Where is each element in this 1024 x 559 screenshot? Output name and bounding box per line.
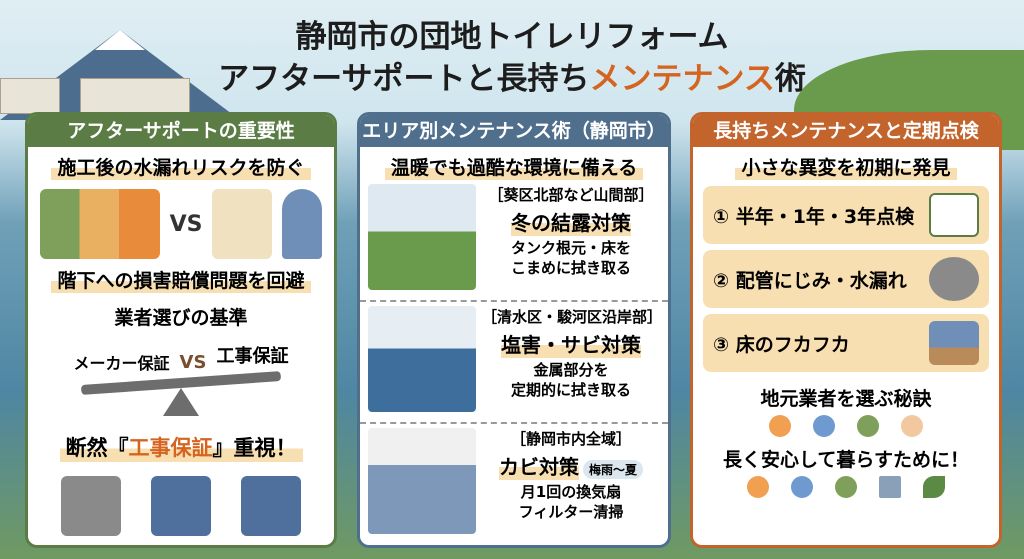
panel-header: 長持ちメンテナンスと定期点検 [693,115,999,147]
check-label: ① 半年・1年・3年点検 [713,205,915,228]
area-citywide: ［静岡市内全域］ カビ対策梅雨〜夏 月1回の換気扇 フィルター清掃 [360,424,668,545]
title-highlight: メンテナンス [589,61,775,97]
comparison-illustration: VS [28,188,334,260]
smile-hands-icon [769,415,791,437]
panel-subtitle: 施工後の水漏れリスクを防ぐ [51,153,311,180]
tea-leaf-icon [923,476,945,498]
area-desc: 月1回の換気扇 [520,483,622,501]
scale-fulcrum [163,388,199,416]
smile-hands-icon [857,415,879,437]
check-item: ① 半年・1年・3年点検 [703,186,989,244]
tips-heading: 地元業者を選ぶ秘訣 [760,388,932,410]
area-coast: ［清水区・駿河区沿岸部］ 塩害・サビ対策 金属部分を 定期的に拭き取る [360,302,668,424]
smile-hands-icon [747,476,769,498]
area-desc: タンク根元・床を [510,239,631,257]
area-desc: こまめに拭き取る [510,259,631,277]
magnifier-pipe-icon [929,257,979,301]
season-badge: 梅雨〜夏 [582,460,643,479]
check-item: ③ 床のフカフカ [703,314,989,372]
maker-warranty-label: メーカー保証 [73,354,170,373]
worker-door-icon [151,476,211,536]
check-label: ③ 床のフカフカ [713,333,850,356]
handshake-icon [901,415,923,437]
panel-subtitle: 小さな異変を初期に発見 [735,153,957,180]
support-cycle-icon [791,476,813,498]
mountain-snow-illustration [368,184,476,290]
leak-illustration [212,189,273,259]
smile-hands-icon [835,476,857,498]
check-item: ② 配管にじみ・水漏れ [703,250,989,308]
area-heading: 塩害・サビ対策 [501,329,641,358]
calendar-icon [929,193,979,237]
title-part: アフターサポートと長持ち [218,61,590,97]
area-desc: 定期的に拭き取る [510,381,631,399]
rainy-city-illustration [368,428,476,534]
happy-family-illustration [39,189,160,259]
work-warranty-label: 工事保証 [216,346,289,367]
title-line-1: 静岡市の団地トイレリフォーム [295,19,729,55]
warranty-comparison: メーカー保証 VS 工事保証 [28,336,334,374]
conclusion-part: 断然『 [65,436,129,460]
conclusion-highlight: 工事保証 [128,436,213,460]
panel-area-maintenance: エリア別メンテナンス術（静岡市） 温暖でも過酷な環境に備える ［葵区北部など山間… [357,112,671,548]
trust-icons [693,415,999,437]
area-tag: ［静岡市内全域］ [510,430,631,448]
page-title: 静岡市の団地トイレリフォーム アフターサポートと長持ちメンテナンス術 [0,16,1024,100]
worried-woman-illustration [282,189,323,259]
area-desc: 金属部分を [533,361,609,379]
support-cycle-icon [813,415,835,437]
check-label: ② 配管にじみ・水漏れ [713,269,907,292]
vs-label: VS [169,211,203,237]
area-desc: フィルター清掃 [518,503,624,521]
worker-tools-icon [241,476,301,536]
point-text: 階下への損害賠償問題を回避 [51,266,311,293]
panel-long-term-maintenance: 長持ちメンテナンスと定期点検 小さな異変を初期に発見 ① 半年・1年・3年点検 … [690,112,1002,548]
vs-label: VS [179,351,207,373]
criteria-heading: 業者選びの基準 [114,307,248,329]
closing-icons [693,476,999,498]
broken-pipe-icon [61,476,121,536]
panel-header: エリア別メンテナンス術（静岡市） [360,115,668,147]
area-tag: ［葵区北部など山間部］ [488,186,654,204]
area-heading: 冬の結露対策 [511,207,631,236]
closing-text: 長く安心して暮らすために！ [722,449,970,471]
area-heading: カビ対策 [498,451,579,480]
conclusion-text: 断然『工事保証』重視！ [59,432,303,462]
snow-cap [95,30,145,50]
ocean-wave-illustration [368,306,476,412]
area-tag: ［清水区・駿河区沿岸部］ [482,308,663,326]
title-part: 術 [774,61,806,97]
panel-subtitle: 温暖でも過酷な環境に備える [384,153,644,180]
building-icon [879,476,901,498]
panel-after-support: アフターサポートの重要性 施工後の水漏れリスクを防ぐ VS 階下への損害賠償問題… [25,112,337,548]
worker-illustrations [28,476,334,536]
soft-floor-icon [929,321,979,365]
conclusion-part: 』重視！ [212,436,297,460]
panel-header: アフターサポートの重要性 [28,115,334,147]
area-mountain: ［葵区北部など山間部］ 冬の結露対策 タンク根元・床を こまめに拭き取る [360,180,668,302]
title-line-2: アフターサポートと長持ちメンテナンス術 [0,58,1024,100]
